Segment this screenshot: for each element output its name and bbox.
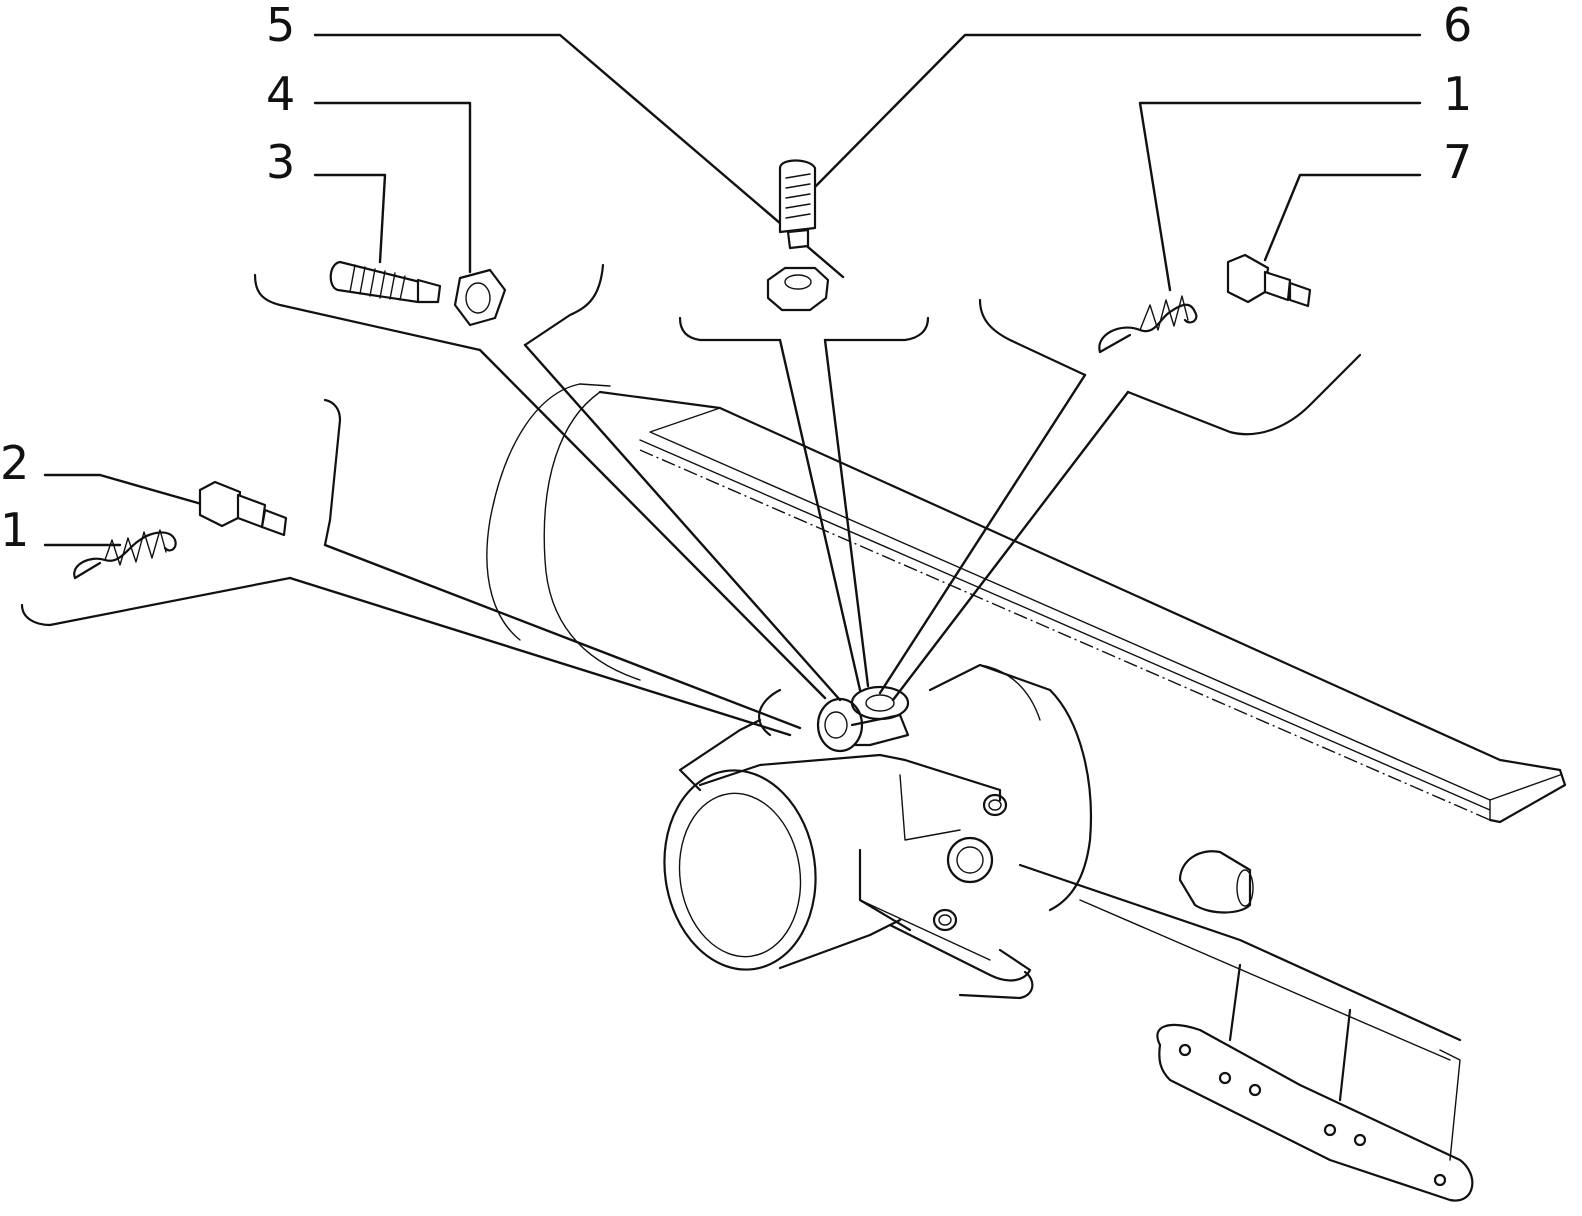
callout-number-2[interactable]: 2 [0, 436, 30, 490]
part-3-set-screw[interactable] [329, 260, 442, 304]
part-1-spring-right[interactable] [1098, 295, 1198, 354]
group-brackets [20, 263, 1362, 627]
callout-number-3[interactable]: 3 [266, 135, 296, 189]
callout-number-5[interactable]: 5 [266, 0, 296, 52]
callout-number-7[interactable]: 7 [1443, 135, 1473, 189]
callout-number-4[interactable]: 4 [266, 67, 296, 121]
part-5-nut[interactable] [766, 266, 830, 312]
callout-number-1-left[interactable]: 1 [0, 503, 30, 557]
part-6-set-screw[interactable] [778, 159, 817, 250]
callout-number-1-right[interactable]: 1 [1443, 67, 1473, 121]
steering-housing-assembly [486, 383, 1567, 1202]
leader-lines [43, 33, 1422, 737]
callout-number-6[interactable]: 6 [1443, 0, 1473, 52]
part-7-screw[interactable] [1226, 253, 1312, 308]
part-2-screw[interactable] [198, 480, 288, 537]
part-4-nut[interactable] [453, 268, 507, 327]
part-1-spring-left[interactable] [73, 529, 177, 580]
